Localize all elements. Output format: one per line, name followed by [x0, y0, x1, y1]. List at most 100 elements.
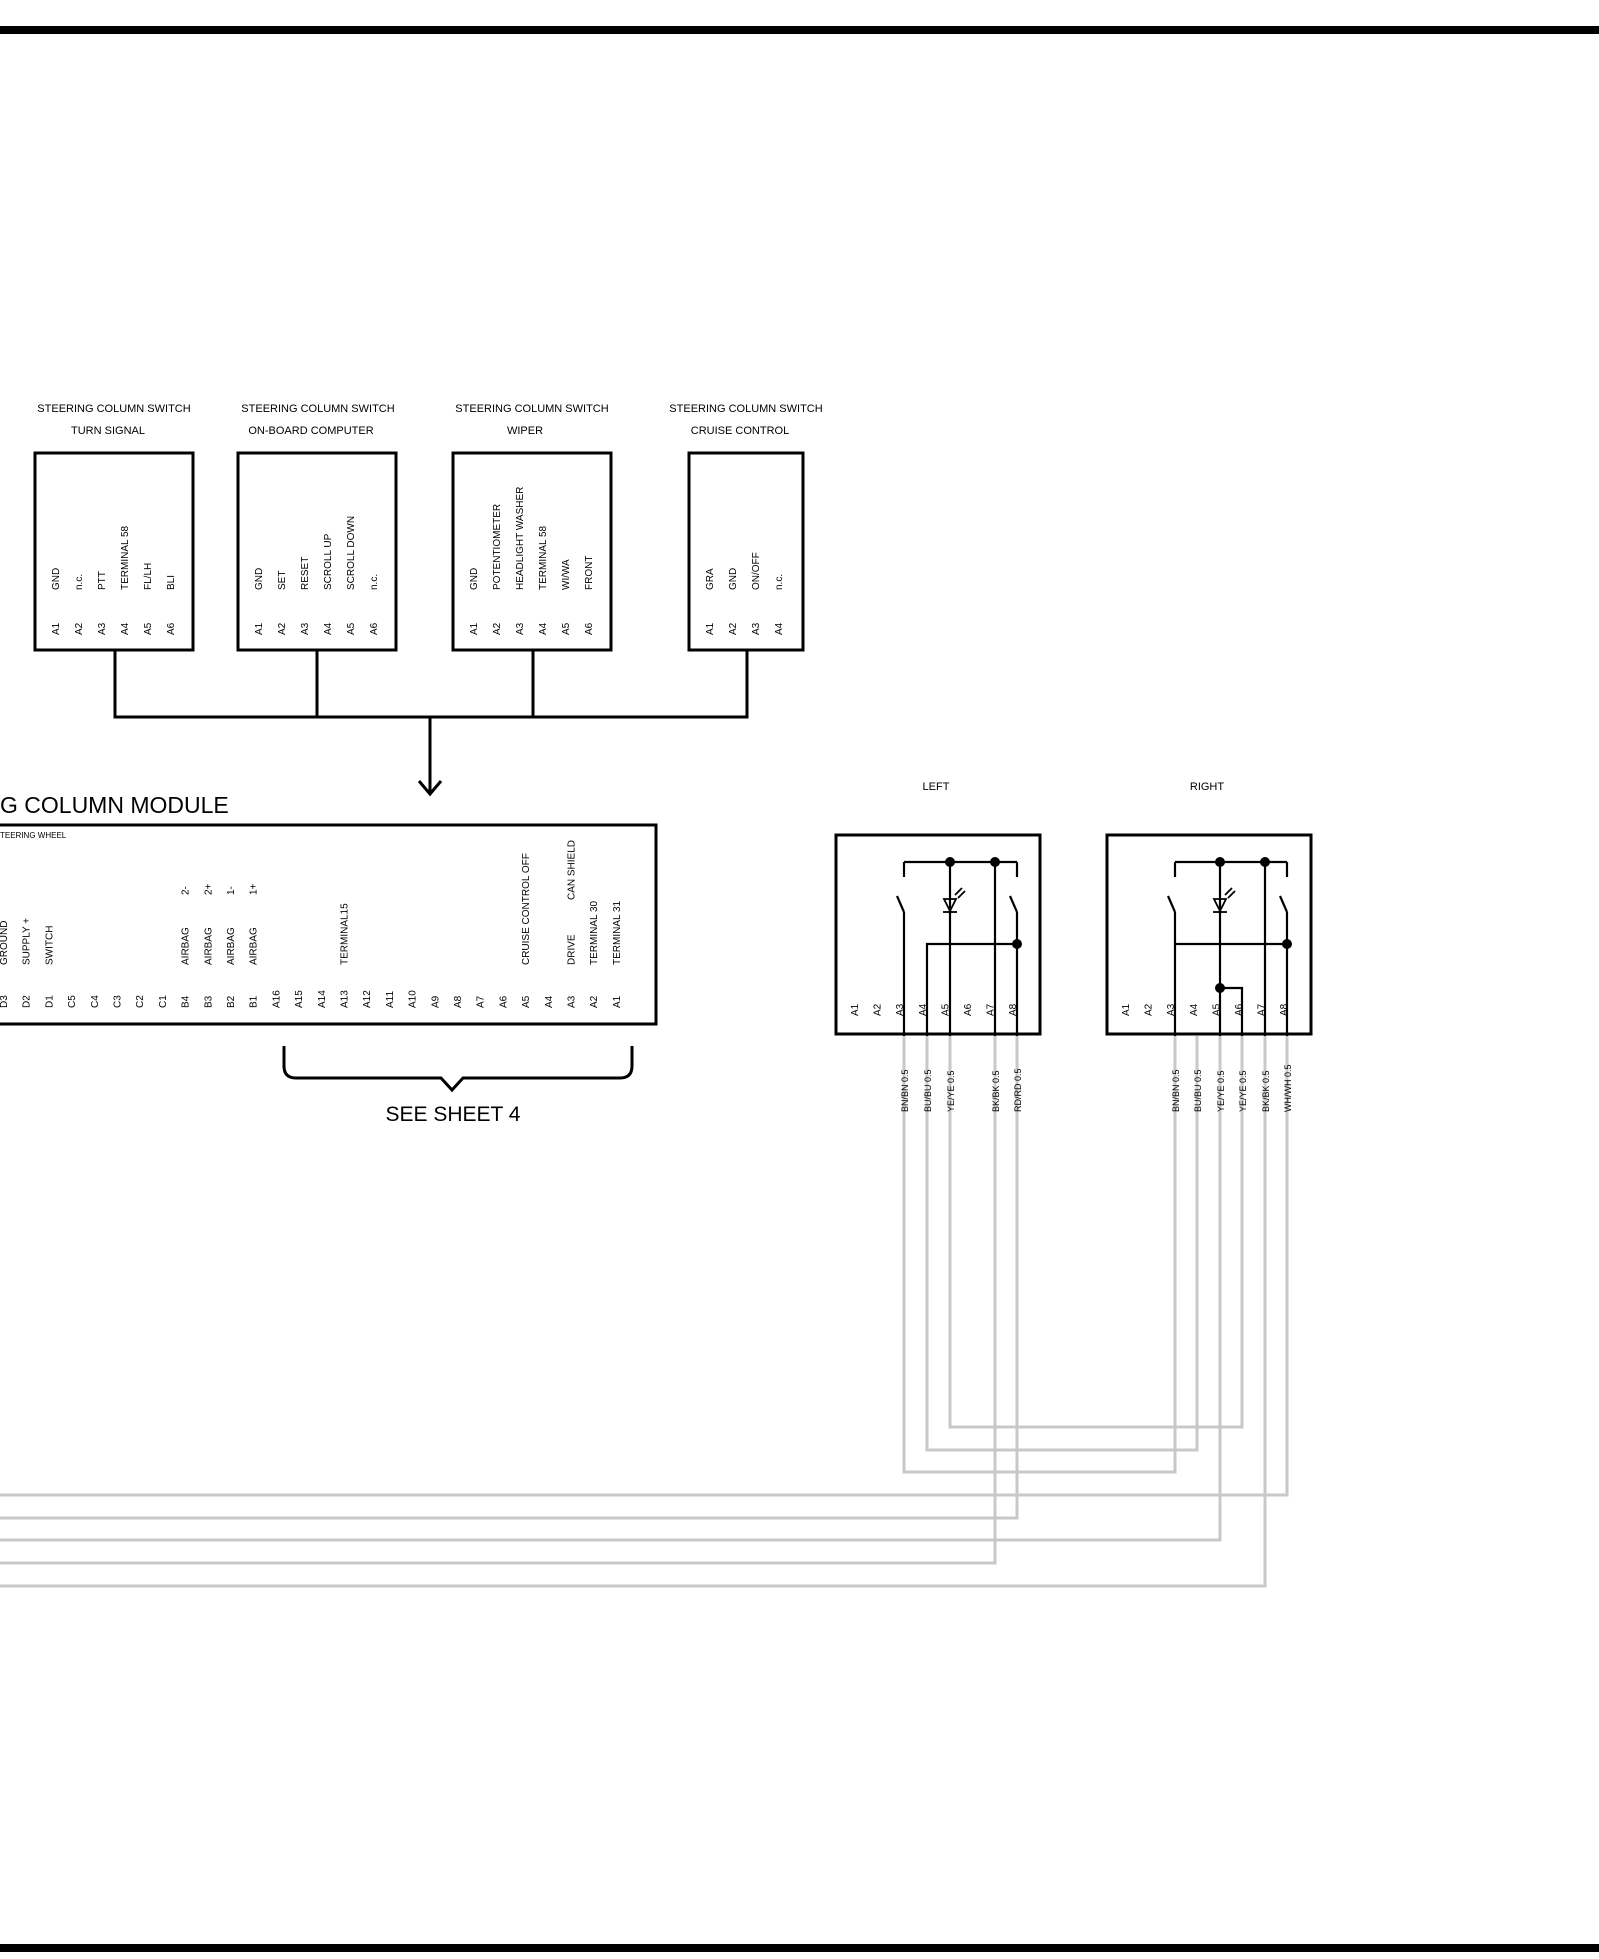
switch-pin-signal: FL/LH — [143, 563, 154, 590]
module-pin-label: GROUND — [0, 921, 10, 965]
wire — [948, 1036, 1244, 1429]
side-switch-pin-id: A8 — [1008, 1003, 1019, 1016]
switch-pin-signal: HEADLIGHT WASHER — [515, 487, 526, 590]
switch-pin-signal: GRA — [705, 568, 716, 590]
junction-dot — [1282, 939, 1292, 949]
switch-pin-signal: WI/WA — [561, 559, 572, 590]
switch-pin-signal: FRONT — [584, 556, 595, 590]
side-switch-pin-id: A3 — [895, 1003, 906, 1016]
wire-color-label: BK/BK 0.5 — [991, 1070, 1001, 1112]
wire-color-label: BK/BK 0.5 — [1261, 1070, 1271, 1112]
side-switch-pin-id: A4 — [918, 1003, 929, 1016]
switch-pin-id: A2 — [74, 622, 85, 635]
module-pin-id: A8 — [453, 995, 464, 1008]
side-switch-box — [834, 833, 1042, 1036]
side-switch-pin-id: A7 — [1257, 1003, 1268, 1016]
module-pin-id: A3 — [567, 995, 578, 1008]
switch-subtitle: CRUISE CONTROL — [691, 425, 789, 437]
switch-pin-id: A6 — [369, 622, 380, 635]
module-pin-id: A5 — [521, 995, 532, 1008]
bus-arrow-head — [417, 780, 443, 797]
module-pin-label-2: 2+ — [203, 883, 214, 895]
led-icon — [942, 887, 966, 914]
switch-subtitle: TURN SIGNAL — [71, 425, 145, 437]
module-pin-id: B2 — [226, 995, 237, 1008]
switch-pin-signal: TERMINAL 58 — [120, 525, 131, 590]
module-title: G COLUMN MODULE — [0, 792, 229, 818]
module-pin-label: TERMINAL 31 — [612, 900, 623, 965]
module-pin-label: AIRBAG — [203, 927, 214, 965]
switch-box — [687, 451, 805, 652]
switch-pin-id: A3 — [515, 622, 526, 635]
module-pin-id: A9 — [430, 995, 441, 1008]
switch-pin-signal: GND — [51, 568, 62, 590]
module-pin-id: B4 — [181, 995, 192, 1008]
module-pin-label: SWITCH — [44, 926, 55, 965]
switch-pin-list: A1 GND A2 POTENTIOMETER A3 HEADLIGHT WASHER A4… — [469, 487, 595, 635]
see-sheet-label: SEE SHEET 4 — [385, 1103, 520, 1126]
module-pin-label-2: 2- — [181, 886, 192, 895]
module-pin-label: AIRBAG — [181, 927, 192, 965]
switch-pin-id: A6 — [166, 622, 177, 635]
switch-pin-id: A3 — [751, 622, 762, 635]
switch-title: STEERING COLUMN SWITCH — [455, 403, 608, 415]
see-sheet-bracket — [282, 1046, 634, 1093]
switch-pin-signal: n.c. — [774, 574, 785, 590]
module-pin-id: C5 — [67, 995, 78, 1008]
module-pin-id: A12 — [362, 990, 373, 1008]
switch-pin-signal: SCROLL DOWN — [346, 516, 357, 590]
switch-pin-signal: n.c. — [369, 574, 380, 590]
module-pin-label-2: CAN SHIELD — [567, 840, 578, 900]
top-border-rule — [0, 26, 1599, 34]
wire-color-label: BN/BN 0.5 — [900, 1069, 910, 1112]
switch-pin-id: A4 — [538, 622, 549, 635]
wire-color-label: RD/RD 0.5 — [1013, 1068, 1023, 1112]
steering-column-module: G COLUMN MODULE TEERING WHEEL D3GROUNDD2… — [0, 792, 658, 1126]
module-pin-label: DRIVE — [567, 934, 578, 965]
junction-dot — [1215, 983, 1225, 993]
wire — [0, 1036, 1222, 1542]
module-pin-id: A13 — [340, 990, 351, 1008]
switch-pin-signal: RESET — [300, 557, 311, 590]
switch-pin-signal: POTENTIOMETER — [492, 504, 503, 590]
wire-color-label: BU/BU 0.5 — [923, 1069, 933, 1112]
switch-pin-signal: GND — [728, 568, 739, 590]
switch-pin-signal: BLI — [166, 575, 177, 590]
switch-pin-id: A5 — [346, 622, 357, 635]
switch-pin-signal: ON/OFF — [751, 552, 762, 590]
wire-color-label: YE/YE 0.5 — [1216, 1070, 1226, 1112]
module-pin-id: A15 — [294, 990, 305, 1008]
wire — [0, 1036, 1289, 1497]
switch-pin-id: A1 — [469, 622, 480, 635]
side-switch-pin-id: A8 — [1279, 1003, 1290, 1016]
switch-pin-id: A2 — [492, 622, 503, 635]
switch-wiper: STEERING COLUMN SWITCH WIPER A1GNDA2POTE… — [451, 403, 613, 652]
switch-pin-signal: GND — [469, 568, 480, 590]
switch-title: STEERING COLUMN SWITCH — [37, 403, 190, 415]
module-pin-label: AIRBAG — [249, 927, 260, 965]
side-switch-pin-id: A6 — [1234, 1003, 1245, 1016]
switch-turn-signal: STEERING COLUMN SWITCH TURN SIGNAL A1GND… — [33, 403, 195, 652]
module-pin-id: B1 — [249, 995, 260, 1008]
switch-pin-id: A3 — [300, 622, 311, 635]
switch-pin-id: A4 — [774, 622, 785, 635]
side-switch-pin-id: A2 — [1144, 1003, 1155, 1016]
switch-pin-signal: GND — [254, 568, 265, 590]
switch-pin-signal: PTT — [97, 571, 108, 590]
junction-dot — [1012, 939, 1022, 949]
module-pin-id: A6 — [498, 995, 509, 1008]
module-pin-label: SUPPLY + — [22, 918, 33, 965]
side-switch-pin-id: A3 — [1166, 1003, 1177, 1016]
wire-color-label: BU/BU 0.5 — [1193, 1069, 1203, 1112]
module-pin-id: B3 — [203, 995, 214, 1008]
module-pin-id: A10 — [408, 990, 419, 1008]
switch-cruise-control: STEERING COLUMN SWITCH CRUISE CONTROL A1… — [669, 403, 823, 652]
switch-pin-id: A4 — [120, 622, 131, 635]
module-pin-id: A11 — [385, 991, 396, 1008]
side-switch-internal-circuit — [895, 860, 1019, 1036]
module-pin-id: C3 — [113, 995, 124, 1008]
wire-color-label: BN/BN 0.5 — [1171, 1069, 1181, 1112]
